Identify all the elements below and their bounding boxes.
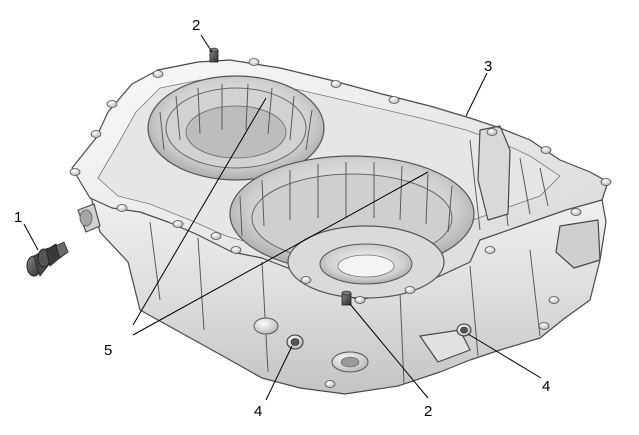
leader-2-bottom (349, 303, 429, 399)
leader-4-right (467, 333, 542, 379)
callout-5: 5 (104, 342, 112, 359)
leader-lines (23, 34, 542, 401)
plug-component (26, 241, 69, 277)
leader-2-top (200, 34, 213, 53)
leader-4-left (265, 345, 293, 401)
leader-5a (132, 97, 267, 326)
flange-bolt-holes (69, 58, 612, 388)
callouts: 1 2 3 5 4 2 4 (14, 17, 550, 420)
port-plug-left (286, 334, 304, 350)
callout-2-top: 2 (192, 17, 200, 34)
callout-4-left: 4 (254, 403, 262, 420)
case-flange-edge (429, 105, 501, 129)
port-plug-right (456, 323, 472, 337)
leader-3 (465, 72, 488, 117)
callout-1: 1 (14, 209, 22, 226)
transmission-case (71, 59, 609, 395)
leader-1 (23, 223, 39, 251)
callout-3: 3 (484, 58, 492, 75)
leader-5b (132, 171, 429, 336)
dowel-pin-top (209, 47, 219, 63)
callout-4-right: 4 (542, 378, 550, 395)
callout-2-bottom: 2 (424, 403, 432, 420)
dowel-pin-bottom (341, 290, 352, 306)
